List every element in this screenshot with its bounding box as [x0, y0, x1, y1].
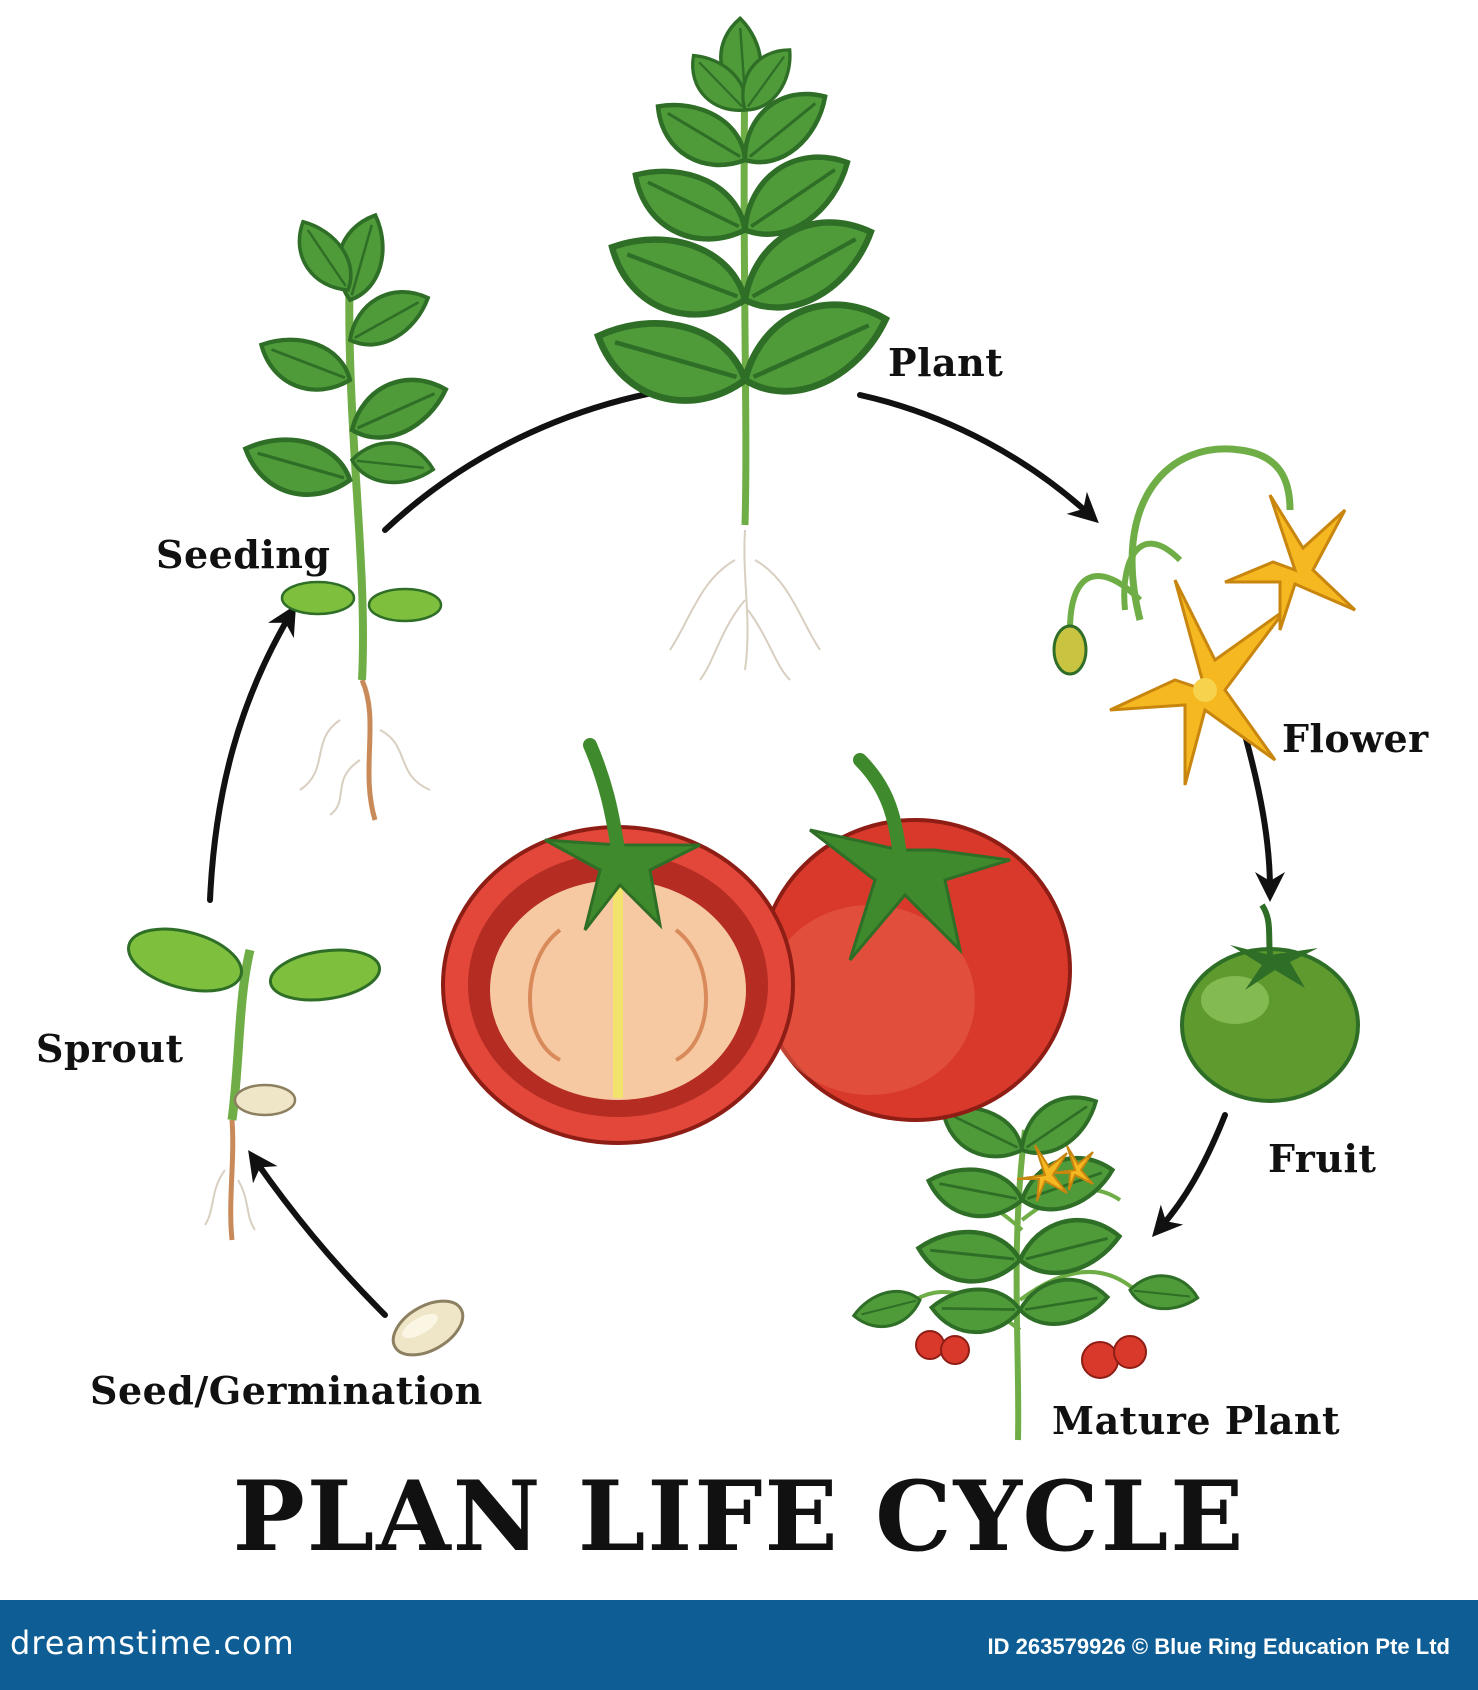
diagram-title: PLAN LIFE CYCLE: [232, 1460, 1246, 1573]
footer-credit: ID 263579926 © Blue Ring Education Pte L…: [987, 1634, 1450, 1659]
arrow-fruit-to-mature: [1152, 1112, 1228, 1237]
arrow-flower-to-fruit: [1242, 732, 1285, 902]
arrow-seed-to-sprout: [248, 1150, 388, 1318]
footer-brand[interactable]: dreamstime.com: [10, 1624, 295, 1662]
footer-bar: dreamstime.com ID 263579926 © Blue Ring …: [0, 1600, 1478, 1690]
sprout-icon: [127, 927, 382, 1241]
seed-icon: [391, 1299, 465, 1357]
stage-label-fruit: Fruit: [1268, 1136, 1377, 1181]
stage-label-plant: Plant: [888, 340, 1004, 385]
arrow-plant-to-flower: [857, 392, 1099, 524]
stage-label-seeding: Seeding: [156, 532, 331, 577]
stage-label-mature-plant: Mature Plant: [1052, 1398, 1341, 1443]
flower-icon: [1052, 445, 1357, 786]
green-tomato-icon: [1180, 903, 1360, 1103]
cycle-arrows: [207, 372, 1285, 1318]
seedling-icon: [237, 206, 455, 821]
plant-icon: [586, 16, 899, 681]
stage-label-seed: Seed/Germination: [90, 1368, 483, 1413]
mature-plant-icon: [849, 1081, 1202, 1441]
stage-label-flower: Flower: [1282, 716, 1429, 761]
diagram-canvas: Plant Seeding Flower Sprout Fruit Seed/G…: [36, 16, 1429, 1573]
tomato-icon: [441, 738, 1072, 1145]
stage-label-sprout: Sprout: [36, 1026, 184, 1071]
life-cycle-diagram: [127, 16, 1360, 1441]
arrow-sprout-to-seeding: [207, 604, 297, 903]
